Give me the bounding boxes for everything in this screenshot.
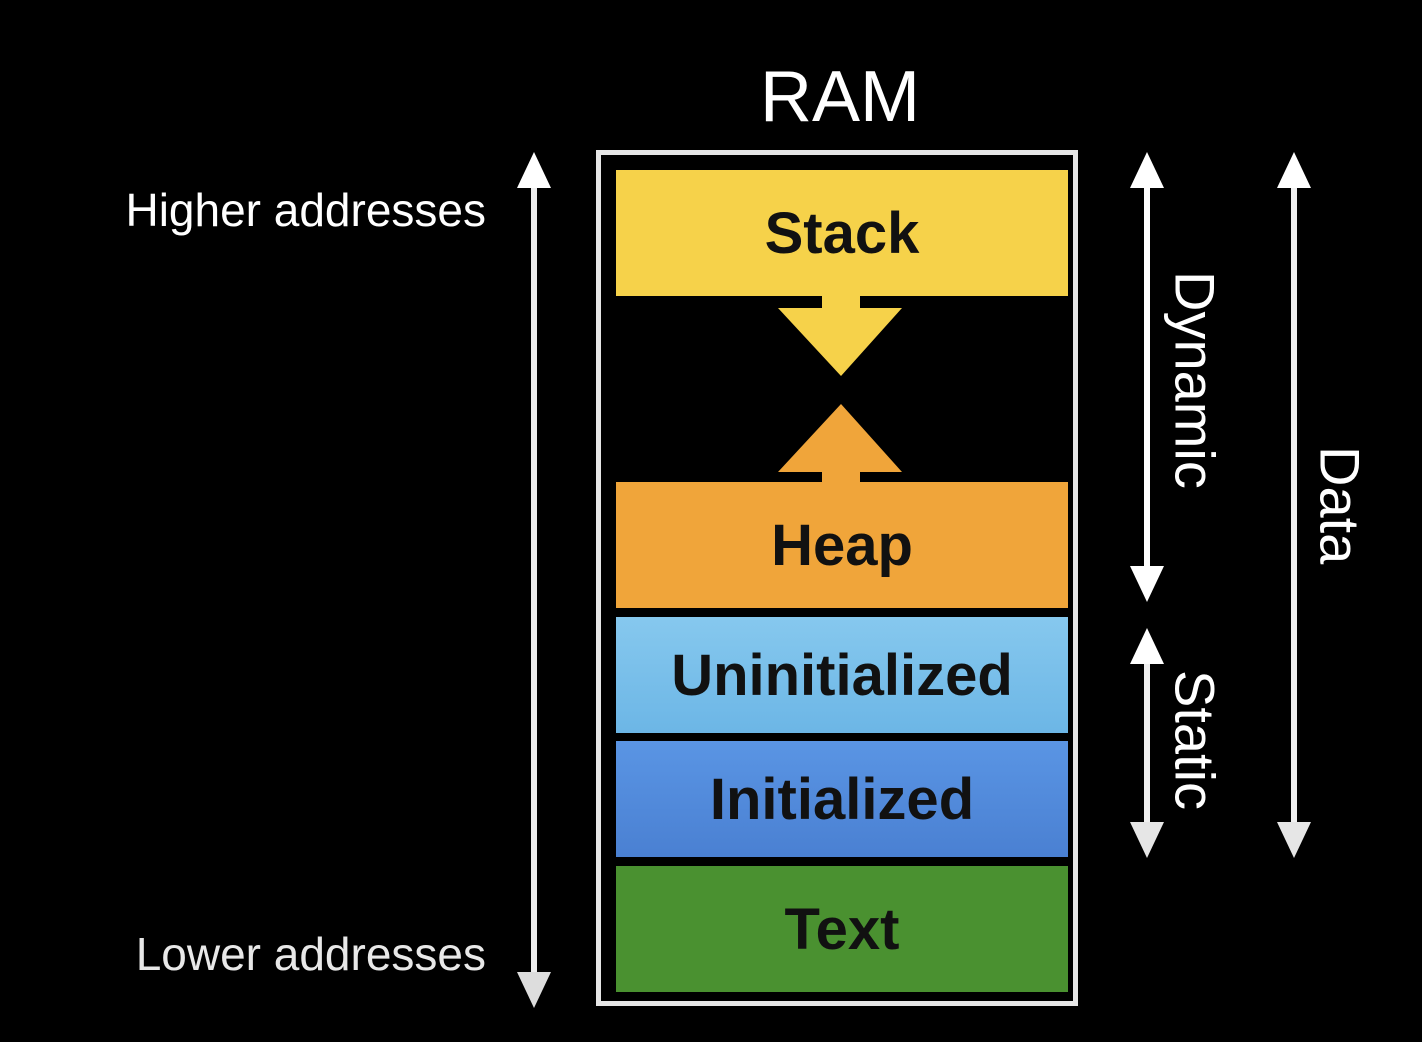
initialized-segment: Initialized	[616, 741, 1068, 857]
uninitialized-label: Uninitialized	[671, 642, 1013, 708]
stack-segment: Stack	[616, 170, 1068, 296]
stack-growth-arrow-icon	[778, 296, 902, 376]
static-range-arrow-icon	[1130, 628, 1164, 858]
lower-addresses-label: Lower addresses	[135, 928, 486, 980]
ram-frame	[596, 150, 1078, 1006]
higher-addresses-label: Higher addresses	[125, 184, 486, 236]
heap-label: Heap	[771, 512, 913, 578]
dynamic-range-arrow-icon	[1130, 152, 1164, 602]
ram-title: RAM	[760, 57, 920, 137]
text-segment: Text	[616, 866, 1068, 992]
uninitialized-segment: Uninitialized	[616, 617, 1068, 733]
heap-segment: Heap	[616, 482, 1068, 608]
address-range-arrow-icon	[517, 152, 551, 1008]
stack-label: Stack	[764, 200, 920, 266]
initialized-label: Initialized	[709, 766, 975, 832]
data-label: Data	[1308, 445, 1372, 565]
data-range-arrow-icon	[1277, 152, 1311, 858]
heap-growth-arrow-icon	[778, 404, 902, 482]
dynamic-label: Dynamic	[1163, 271, 1227, 489]
text-label: Text	[784, 896, 900, 962]
static-label: Static	[1163, 669, 1227, 811]
